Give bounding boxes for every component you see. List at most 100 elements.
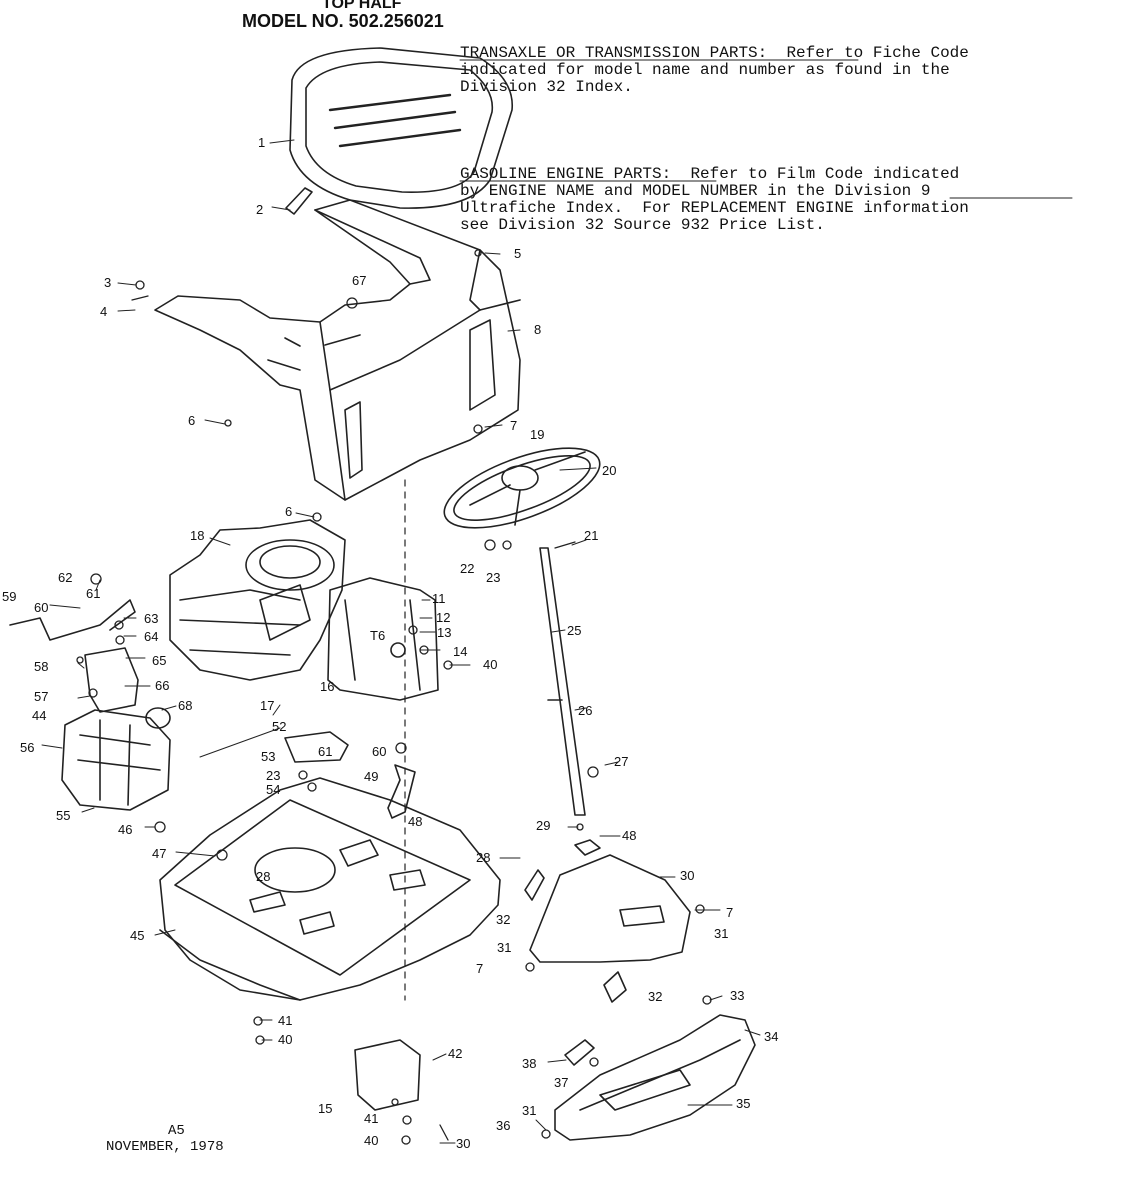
callout-label: 30 xyxy=(456,1136,470,1151)
callout-label: 6 xyxy=(285,504,292,519)
engine-part xyxy=(169,519,346,681)
callout-label: 6 xyxy=(188,413,195,428)
callout-label: 36 xyxy=(496,1118,510,1133)
callout-label: 52 xyxy=(272,719,286,734)
callout-label: 40 xyxy=(278,1032,292,1047)
callout-label: 54 xyxy=(266,782,280,797)
callout-label: 46 xyxy=(118,822,132,837)
callout-label: 64 xyxy=(144,629,158,644)
header-top-half: TOP HALF xyxy=(322,0,402,12)
shaft-nut-part xyxy=(574,839,601,856)
callout-label: 57 xyxy=(34,689,48,704)
callout-label: 3 xyxy=(104,275,111,290)
footer-date: NOVEMBER, 1978 xyxy=(106,1139,224,1155)
callout-label: 48 xyxy=(408,814,422,829)
seat-part xyxy=(289,47,513,209)
callout-label: 7 xyxy=(510,418,517,433)
callout-label: 31 xyxy=(497,940,511,955)
clip-upper xyxy=(524,869,545,901)
callout-label: 55 xyxy=(56,808,70,823)
seat-hinge xyxy=(285,187,313,215)
callout-label: 32 xyxy=(496,912,510,927)
dash-cover-part xyxy=(529,854,691,963)
note-transaxle-line: TRANSAXLE OR TRANSMISSION PARTS: Refer t… xyxy=(460,44,969,62)
callout-label: 42 xyxy=(448,1046,462,1061)
callout-label: 27 xyxy=(614,754,628,769)
callout-label: 28 xyxy=(476,850,490,865)
callout-label: 14 xyxy=(453,644,467,659)
note-engine-line: see Division 32 Source 932 Price List. xyxy=(460,216,825,234)
callout-label: 38 xyxy=(522,1056,536,1071)
callout-label: 61 xyxy=(86,586,100,601)
callout-label: 28 xyxy=(256,869,270,884)
mount-bracket-part xyxy=(284,731,349,763)
callout-label: 2 xyxy=(256,202,263,217)
steering-wheel-part xyxy=(443,447,601,529)
callout-label: 1 xyxy=(258,135,265,150)
note-engine-line: GASOLINE ENGINE PARTS: Refer to Film Cod… xyxy=(460,165,960,183)
transmission-part xyxy=(61,707,171,811)
callout-label: 7 xyxy=(726,905,733,920)
callout-label: 56 xyxy=(20,740,34,755)
callout-label: 48 xyxy=(622,828,636,843)
callout-label: 35 xyxy=(736,1096,750,1111)
callout-label: 41 xyxy=(364,1111,378,1126)
throttle-linkage-part xyxy=(9,599,136,641)
callout-label: 19 xyxy=(530,427,544,442)
callout-label: 68 xyxy=(178,698,192,713)
callout-label: 45 xyxy=(130,928,144,943)
callout-label: 13 xyxy=(437,625,451,640)
callout-label: 40 xyxy=(364,1133,378,1148)
callout-label: 65 xyxy=(152,653,166,668)
fasteners xyxy=(76,249,712,1145)
callout-label: 40 xyxy=(483,657,497,672)
callout-label: 31 xyxy=(714,926,728,941)
callout-label: 58 xyxy=(34,659,48,674)
callout-label: 21 xyxy=(584,528,598,543)
callout-label: 26 xyxy=(578,703,592,718)
callout-label: 44 xyxy=(32,708,46,723)
callout-label: 62 xyxy=(58,570,72,585)
callout-label: 66 xyxy=(155,678,169,693)
callout-label: 60 xyxy=(34,600,48,615)
callout-label: 41 xyxy=(278,1013,292,1028)
note-transaxle-line: indicated for model name and number as f… xyxy=(460,61,950,79)
callout-label: 32 xyxy=(648,989,662,1004)
callout-label: 60 xyxy=(372,744,386,759)
callout-label: 7 xyxy=(476,961,483,976)
callout-label: 11 xyxy=(432,591,446,606)
callout-label: 12 xyxy=(436,610,450,625)
callout-label: 61 xyxy=(318,744,332,759)
callout-label: 29 xyxy=(536,818,550,833)
lever-part xyxy=(387,764,416,819)
bumper-grill-part xyxy=(554,1014,756,1141)
callout-label: 33 xyxy=(730,988,744,1003)
engine-bracket-part xyxy=(327,577,439,701)
callout-label: 37 xyxy=(554,1075,568,1090)
clip-lower xyxy=(603,971,627,1003)
callout-label: 17 xyxy=(260,698,274,713)
grill-bracket-part xyxy=(564,1039,595,1066)
callout-label: 23 xyxy=(266,768,280,783)
callout-label: 59 xyxy=(2,589,16,604)
callout-label: 67 xyxy=(352,273,366,288)
chassis-frame-part xyxy=(159,777,501,1001)
lower-bracket-part xyxy=(354,1039,421,1111)
callout-label: 34 xyxy=(764,1029,778,1044)
note-engine-line: by ENGINE NAME and MODEL NUMBER in the D… xyxy=(460,182,931,200)
callout-label: 53 xyxy=(261,749,275,764)
callout-label: T6 xyxy=(370,628,385,643)
note-engine-line: Ultrafiche Index. For REPLACEMENT ENGINE… xyxy=(460,199,969,217)
callout-label: 25 xyxy=(567,623,581,638)
callout-label: 16 xyxy=(320,679,334,694)
steering-shaft-part xyxy=(539,547,586,816)
callout-label: 20 xyxy=(602,463,616,478)
header-model-number: MODEL NO. 502.256021 xyxy=(242,11,444,31)
note-transaxle-line: Division 32 Index. xyxy=(460,78,633,96)
callout-label: 15 xyxy=(318,1101,332,1116)
callout-label: 5 xyxy=(514,246,521,261)
callout-label: 63 xyxy=(144,611,158,626)
callout-label: 4 xyxy=(100,304,107,319)
